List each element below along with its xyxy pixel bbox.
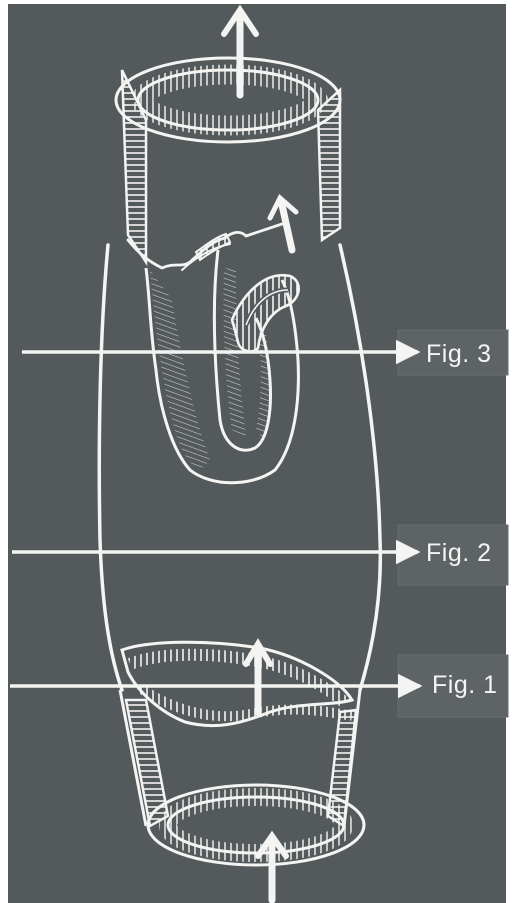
left-margin xyxy=(0,0,8,903)
fig1-label: Fig. 1 xyxy=(432,673,498,698)
fig3-label: Fig. 3 xyxy=(426,342,492,367)
fig2-label: Fig. 2 xyxy=(426,541,492,566)
right-margin xyxy=(506,0,520,903)
top-margin xyxy=(0,0,520,4)
